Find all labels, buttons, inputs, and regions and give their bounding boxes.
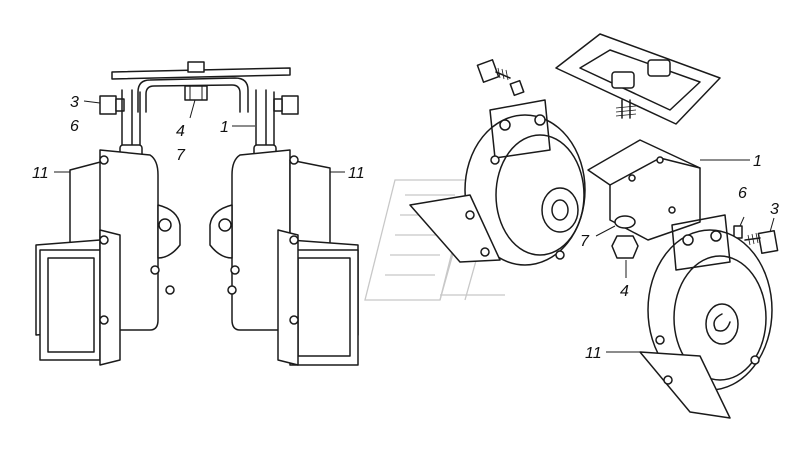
- callout-left-4: 4: [176, 123, 185, 140]
- upper-bolt: [476, 59, 525, 97]
- callout-right-1: 1: [753, 153, 762, 170]
- mounting-bar: [111, 67, 291, 80]
- callout-right-4: 4: [620, 283, 629, 300]
- mounting-plate: [555, 33, 721, 125]
- callout-left-7: 7: [176, 147, 186, 164]
- callout-left-11-a: 11: [32, 165, 49, 182]
- upper-horn: [409, 99, 586, 266]
- lower-bolt: [757, 230, 779, 254]
- bracket: [137, 77, 249, 113]
- callout-right-6: 6: [738, 185, 747, 202]
- left-horn: [35, 149, 181, 366]
- callout-right-7: 7: [580, 233, 590, 250]
- nut-4: [611, 235, 639, 259]
- washer-7: [614, 215, 636, 229]
- center-nut: [184, 85, 208, 101]
- callout-left-3: 3: [70, 94, 79, 111]
- callout-left-1: 1: [220, 119, 229, 136]
- bracket-1: [587, 139, 701, 241]
- callout-left-11-b: 11: [348, 165, 365, 182]
- left-assembly: [35, 61, 359, 366]
- left-bolt-head: [99, 95, 117, 115]
- right-bolt-head: [281, 95, 299, 115]
- lower-horn: [639, 214, 773, 419]
- callout-left-6: 6: [70, 118, 79, 135]
- right-assembly: [409, 33, 779, 419]
- callout-right-11: 11: [585, 345, 602, 362]
- callout-right-3: 3: [770, 201, 779, 218]
- right-horn: [209, 149, 359, 366]
